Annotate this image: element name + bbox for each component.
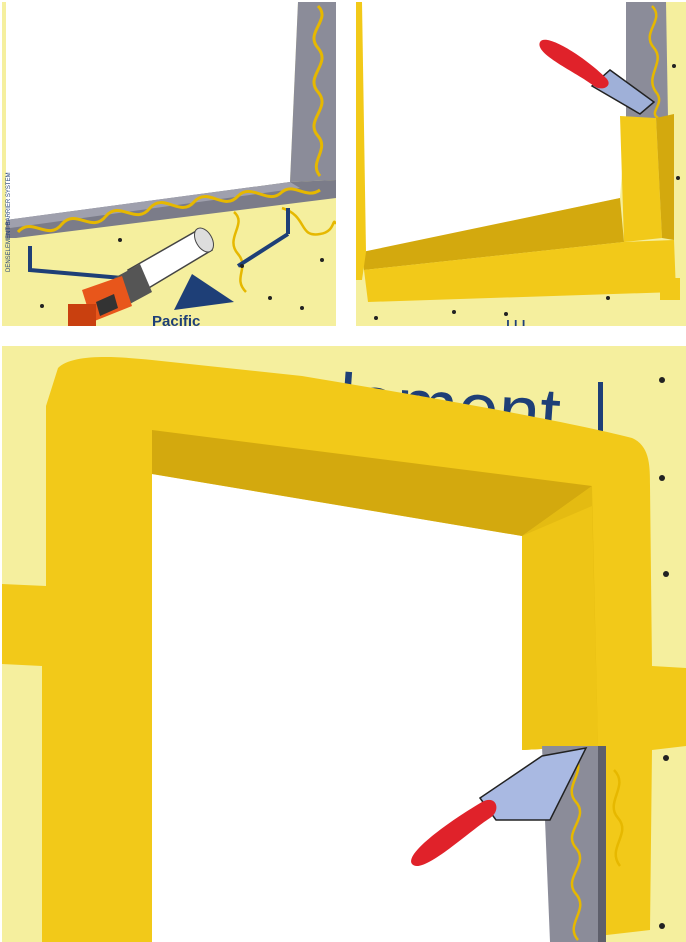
- step-3-illustration: element: [2, 346, 686, 942]
- brand-print-pacific: Pacific: [152, 313, 200, 326]
- side-print: DENSELEMENT BARRIER SYSTEM: [6, 172, 12, 272]
- svg-text:| | |: | | |: [506, 317, 526, 326]
- panel-step-3: element: [2, 346, 686, 942]
- step-1-illustration: Pacific DENSELEMENT BARRIER SYSTEM: [2, 2, 336, 326]
- right-jamb: [290, 2, 336, 182]
- jamb-flashing: [620, 116, 662, 242]
- panel-step-2: | | |: [356, 2, 686, 326]
- step-2-illustration: | | |: [356, 2, 686, 326]
- panel-step-1: Pacific DENSELEMENT BARRIER SYSTEM: [2, 2, 336, 326]
